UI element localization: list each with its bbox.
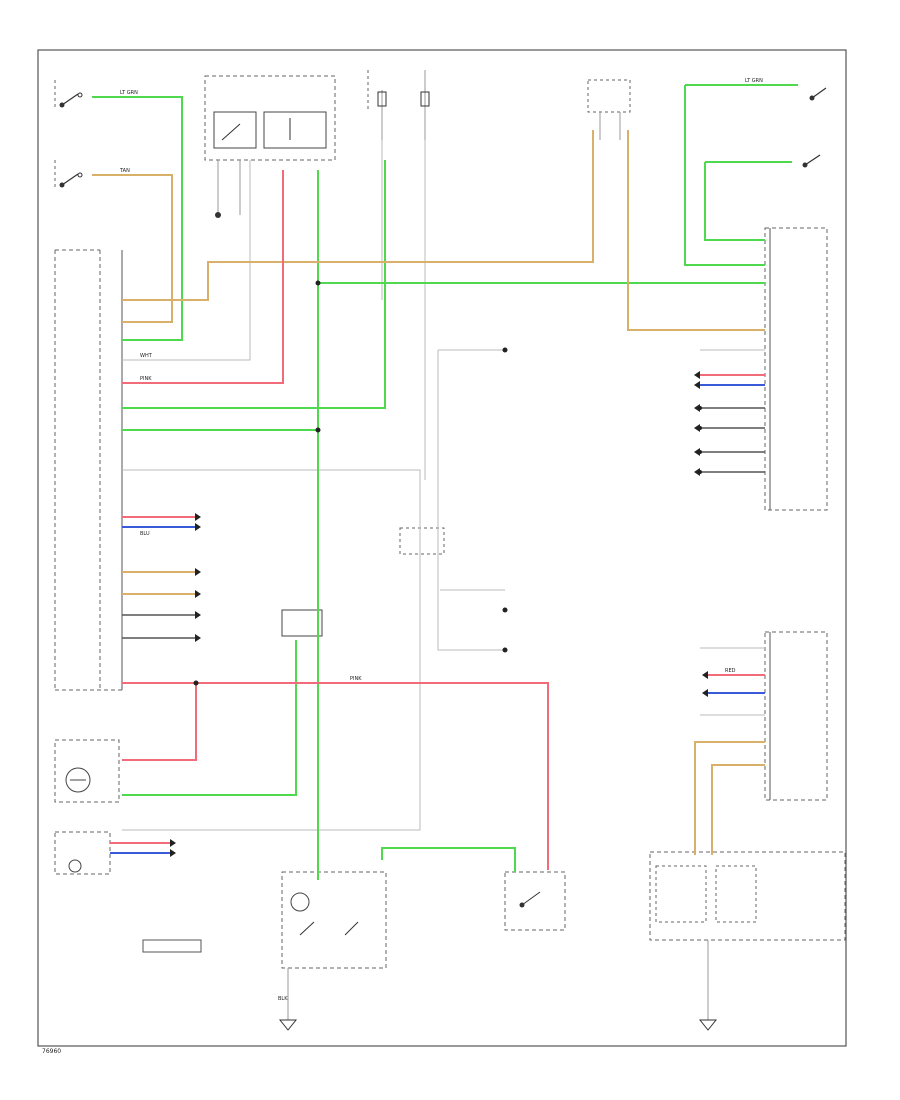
diagram-id: 76960 — [42, 1048, 61, 1055]
tan-wires — [92, 130, 765, 855]
right-module-upper — [764, 227, 828, 511]
dark-wire-stubs — [122, 407, 765, 639]
top-left-switch-1 — [54, 80, 83, 110]
relay-box-top — [204, 75, 336, 218]
fuse-block-top — [367, 70, 430, 140]
diagram-frame — [37, 49, 847, 1047]
green-wires — [92, 84, 798, 880]
label-pink-mid: PINK — [350, 676, 362, 682]
pink-wires — [110, 170, 765, 870]
label-green-top-left: LT GRN — [120, 90, 138, 96]
splice-dots — [193, 280, 702, 686]
lower-left-sensor — [54, 831, 111, 875]
wire-color-labels: LT GRN TAN PINK LT GRN PINK WHT BLK BLU … — [119, 78, 763, 1002]
lower-left-component — [54, 739, 120, 803]
label-blue-left: BLU — [140, 531, 150, 537]
blue-wires — [110, 384, 765, 854]
label-red-right: RED — [725, 668, 736, 674]
top-right-switch-2 — [802, 154, 821, 168]
label-pink-left: PINK — [140, 376, 152, 382]
connector-arrows — [170, 371, 708, 857]
label-white-left: WHT — [140, 353, 153, 359]
bottom-center-switch — [504, 871, 566, 931]
bottom-switch-module — [278, 871, 387, 1031]
gray-wires — [122, 140, 765, 831]
right-bottom-module — [649, 851, 846, 1031]
label-black-bottom: BLK — [278, 996, 288, 1002]
label-green-right-top: LT GRN — [745, 78, 763, 84]
top-right-switch-1 — [809, 87, 827, 101]
center-connector-2 — [399, 527, 445, 555]
top-left-switch-2 — [54, 160, 83, 190]
right-module-lower — [764, 631, 828, 801]
left-module — [54, 249, 123, 691]
label-tan-top-left: TAN — [119, 168, 130, 174]
relay-top-right — [587, 79, 631, 140]
legend-box — [142, 939, 202, 953]
center-connector-1 — [281, 609, 323, 637]
